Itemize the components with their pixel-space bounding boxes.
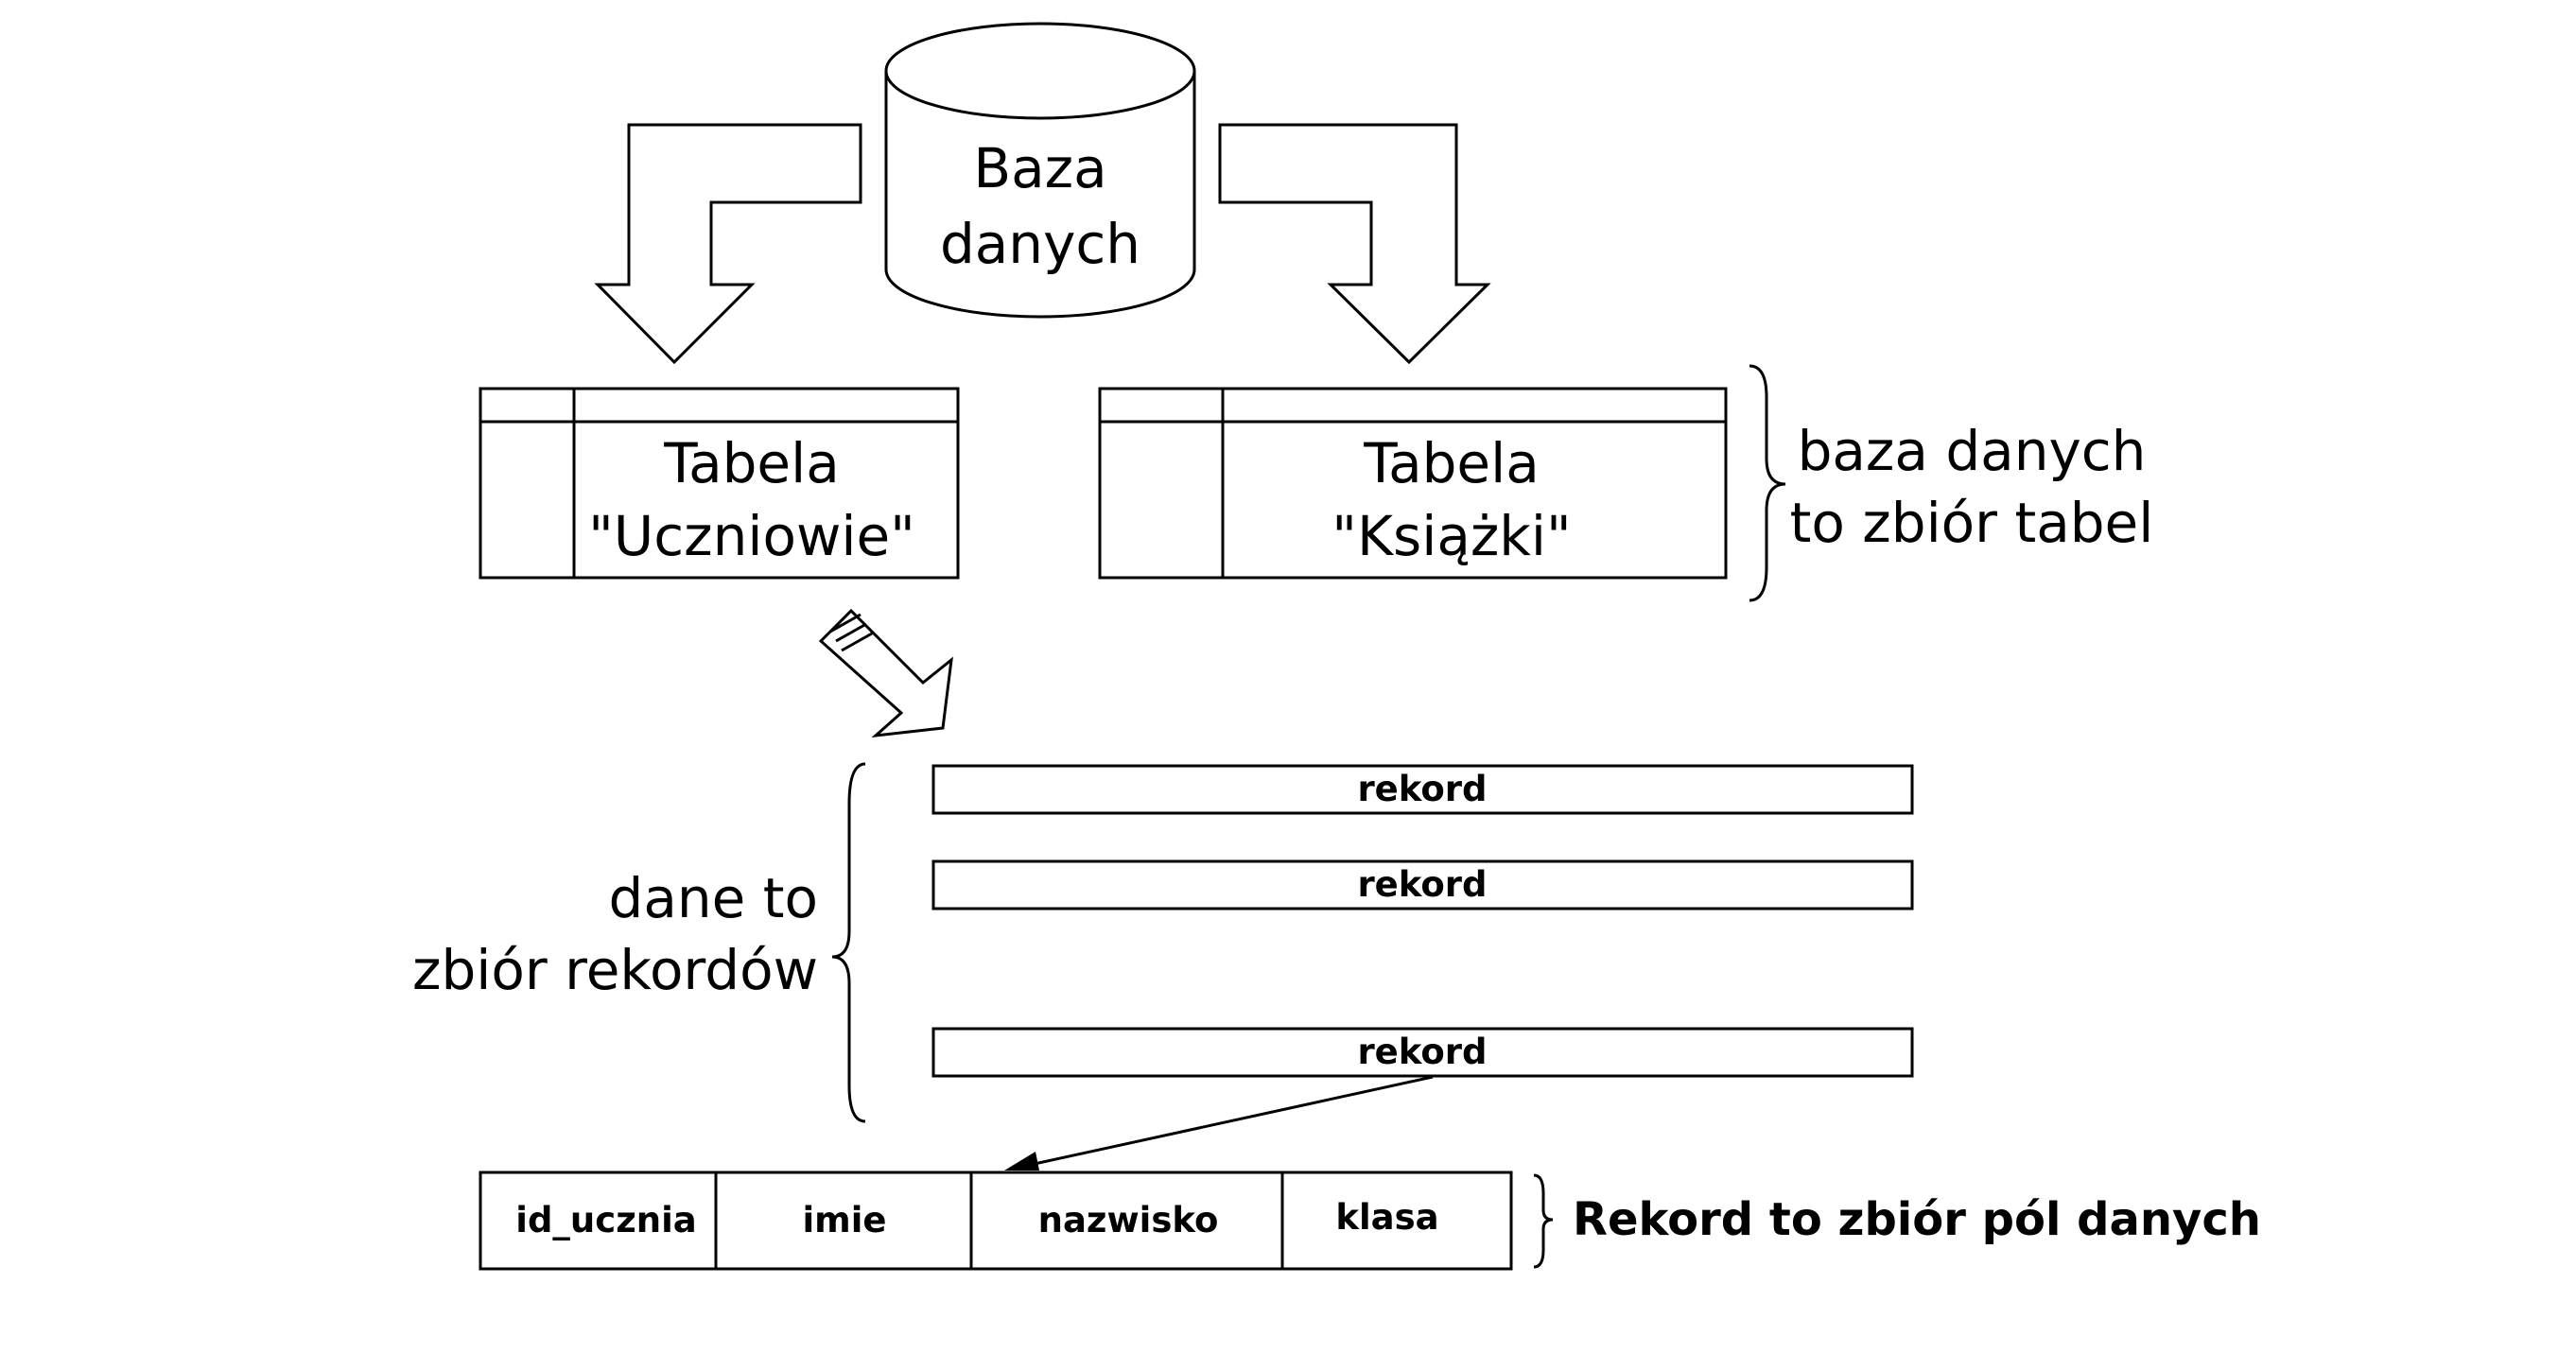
records-note-line1: dane to [609,866,818,930]
fields-brace [1533,1173,1554,1269]
database-cylinder: Baza danych [884,22,1196,319]
record-1: rekord [931,764,1914,815]
table-books-label-line2: "Książki" [1332,504,1571,568]
tables-brace [1749,364,1786,602]
arrow-record-to-fields [1004,1075,1434,1171]
record-3: rekord [931,1027,1914,1078]
record-2: rekord [931,859,1914,911]
database-label-line1: Baza [973,136,1106,200]
table-books: Tabela "Książki" [1098,387,1728,580]
table-students-label-line1: Tabela [663,431,840,495]
arrow-to-students-table [594,123,862,365]
field-klasa: klasa [1335,1197,1438,1238]
record-1-label: rekord [1357,769,1487,809]
field-id-ucznia: id_ucznia [515,1200,696,1240]
table-students-label-line2: "Uczniowie" [588,504,915,568]
arrow-to-books-table [1218,123,1491,365]
field-nazwisko: nazwisko [1038,1200,1219,1240]
records-note-line2: zbiór rekordów [412,938,818,1002]
record-2-label: rekord [1357,864,1487,905]
field-imie: imie [802,1200,886,1240]
database-label-line2: danych [940,212,1140,276]
table-books-label-line1: Tabela [1363,431,1540,495]
records-brace [831,762,866,1123]
tables-note-line2: to zbiór tabel [1790,491,2154,555]
tables-note-line1: baza danych [1798,419,2147,483]
table-students: Tabela "Uczniowie" [479,387,960,580]
fields-note: Rekord to zbiór pól danych [1573,1193,2261,1246]
arrow-to-records [818,608,953,738]
fields-row: id_ucznia imie nazwisko klasa [479,1171,1513,1271]
record-3-label: rekord [1357,1032,1487,1072]
